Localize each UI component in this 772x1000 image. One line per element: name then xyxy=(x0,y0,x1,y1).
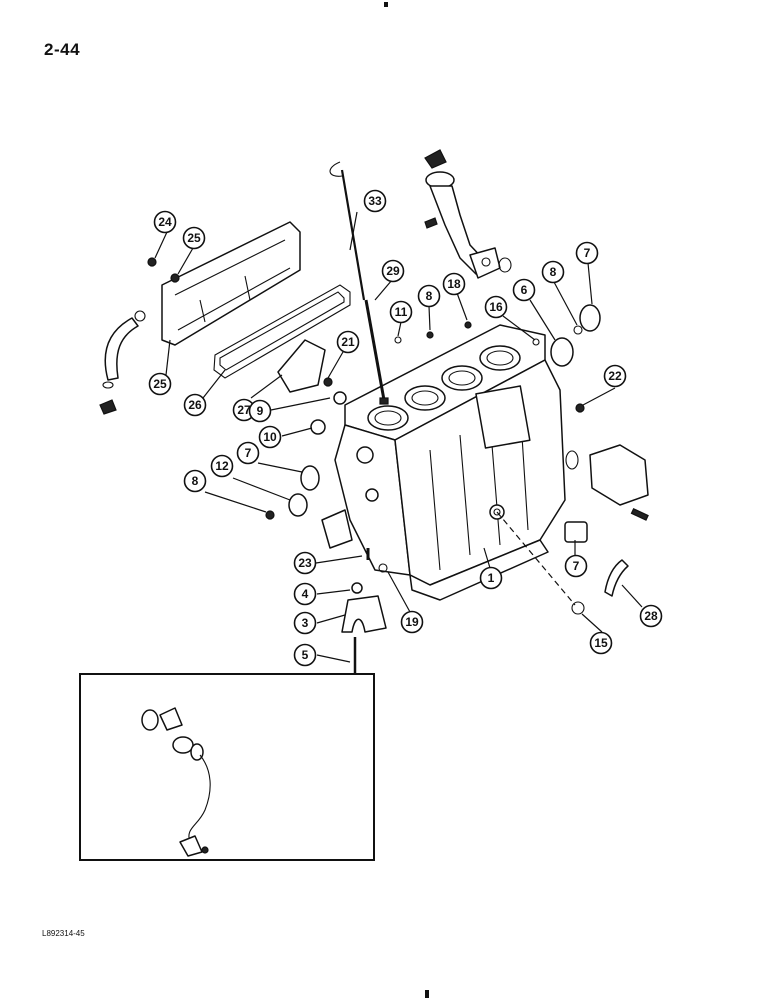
rocker-cover-assembly xyxy=(99,221,351,415)
svg-text:11: 11 xyxy=(395,305,408,319)
svg-text:22: 22 xyxy=(608,369,622,383)
callout-3: 3 xyxy=(293,611,317,635)
svg-text:16: 16 xyxy=(489,300,503,314)
svg-text:10: 10 xyxy=(263,430,277,444)
callout-27: 25 xyxy=(148,372,172,396)
callout-7-top-right: 7 xyxy=(575,241,599,265)
callout-9: 9 xyxy=(248,399,272,423)
callout-21: 21 xyxy=(336,330,360,354)
callout-8-left: 8 xyxy=(183,469,207,493)
core-plugs-and-seals xyxy=(265,304,601,615)
oil-filler-assembly xyxy=(424,149,512,279)
callout-26: 24 xyxy=(153,210,177,234)
svg-text:8: 8 xyxy=(550,265,557,279)
svg-text:8: 8 xyxy=(192,474,199,488)
figure-code: L892314-45 xyxy=(42,929,85,938)
svg-text:4: 4 xyxy=(302,587,309,601)
svg-text:5: 5 xyxy=(302,648,309,662)
callout-24: 28 xyxy=(639,604,663,628)
page-number: 2-44 xyxy=(44,40,81,59)
callout-25: 25 xyxy=(182,226,206,250)
callout-7-left: 7 xyxy=(236,441,260,465)
svg-text:8: 8 xyxy=(426,289,433,303)
cylinder-block xyxy=(321,324,566,601)
svg-text:25: 25 xyxy=(187,231,201,245)
callout-22: 22 xyxy=(603,364,627,388)
main-bearing-cap xyxy=(341,582,387,685)
callout-18: 18 xyxy=(442,272,466,296)
top-registration-mark xyxy=(384,2,388,7)
svg-text:18: 18 xyxy=(447,277,461,291)
callout-10: 10 xyxy=(258,425,282,449)
callout-33: 29 xyxy=(381,259,405,283)
water-pump-assembly xyxy=(564,444,649,597)
callout-1: 1 xyxy=(479,566,503,590)
svg-text:1: 1 xyxy=(488,571,495,585)
svg-text:33: 33 xyxy=(368,194,382,208)
callout-8-right: 8 xyxy=(541,260,565,284)
callout-28: 26 xyxy=(183,393,207,417)
svg-text:6: 6 xyxy=(521,283,528,297)
svg-text:28: 28 xyxy=(644,609,658,623)
svg-text:7: 7 xyxy=(584,246,591,260)
callout-4: 4 xyxy=(293,582,317,606)
svg-text:15: 15 xyxy=(594,636,608,650)
svg-text:12: 12 xyxy=(215,459,229,473)
svg-text:19: 19 xyxy=(405,615,419,629)
callout-leaders xyxy=(154,211,643,663)
svg-text:9: 9 xyxy=(257,404,264,418)
callout-15: 15 xyxy=(589,631,613,655)
svg-text:23: 23 xyxy=(298,556,312,570)
callout-19: 19 xyxy=(400,610,424,634)
callout-7-bottom-right: 7 xyxy=(564,554,588,578)
svg-text:7: 7 xyxy=(245,446,252,460)
callout-29: 27 xyxy=(232,398,256,422)
callout-6: 6 xyxy=(512,278,536,302)
inset-detail xyxy=(79,673,375,861)
svg-text:25: 25 xyxy=(153,377,167,391)
callout-34: 33 xyxy=(363,189,387,213)
callout-5: 5 xyxy=(293,643,317,667)
svg-text:3: 3 xyxy=(302,616,309,630)
callout-12: 12 xyxy=(210,454,234,478)
callout-23: 23 xyxy=(293,551,317,575)
svg-text:21: 21 xyxy=(341,335,355,349)
svg-text:26: 26 xyxy=(188,398,202,412)
svg-text:7: 7 xyxy=(573,559,580,573)
callout-16: 16 xyxy=(484,295,508,319)
svg-text:27: 27 xyxy=(237,403,251,417)
bottom-registration-mark xyxy=(425,990,429,998)
callout-8-top: 8 xyxy=(417,284,441,308)
callout-11: 11 xyxy=(389,300,413,324)
svg-text:29: 29 xyxy=(386,264,400,278)
svg-text:24: 24 xyxy=(158,215,172,229)
callout-labels: 33 29 24 25 25 26 27 21 9 10 11 8 18 16 … xyxy=(148,189,663,667)
